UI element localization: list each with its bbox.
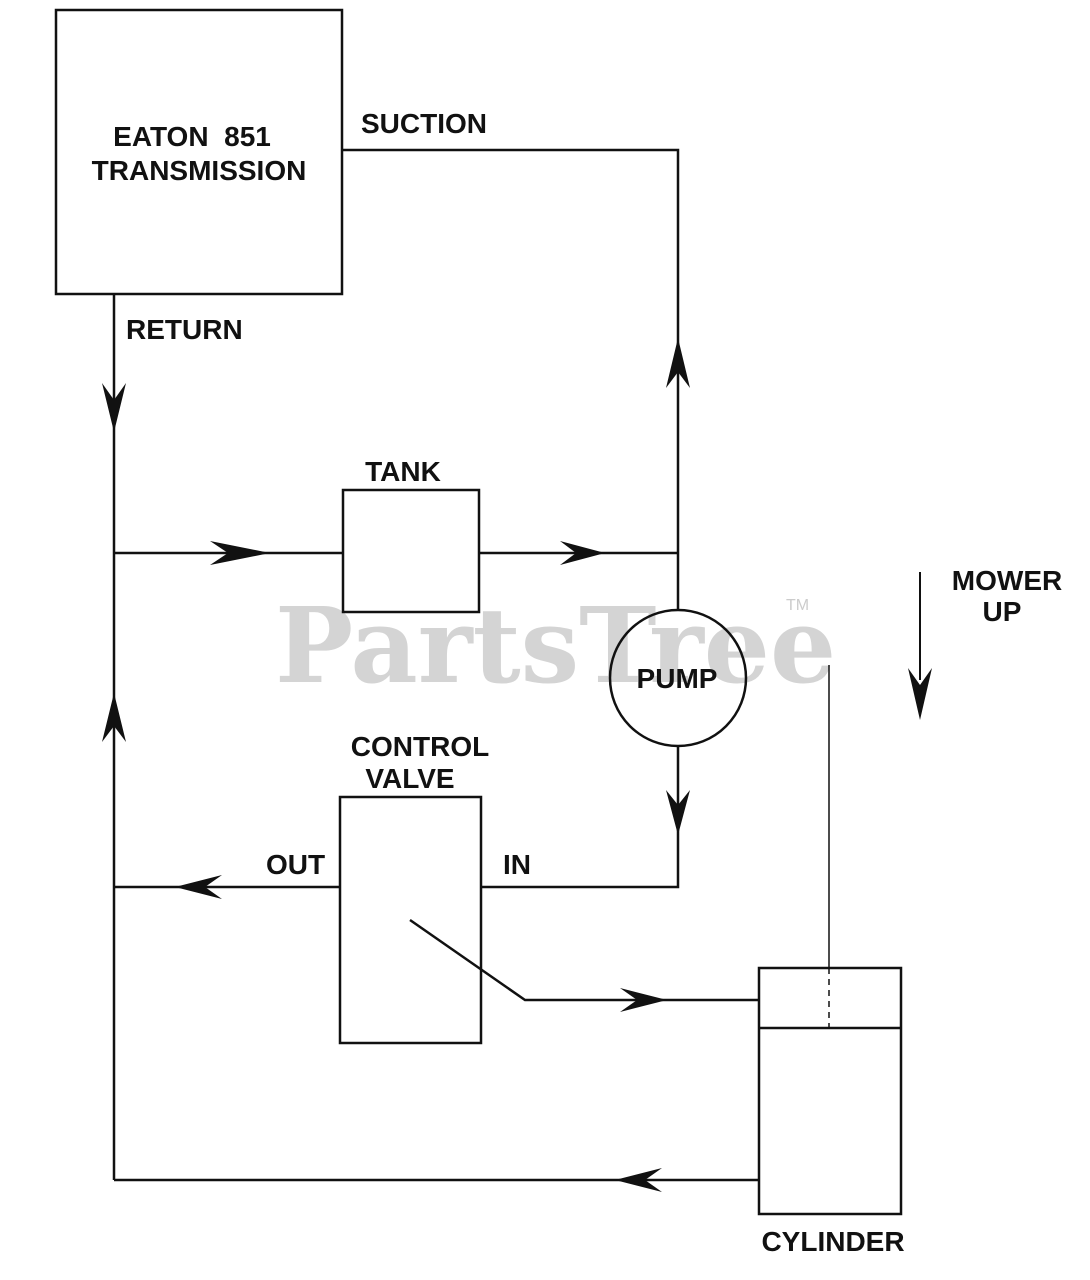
control-valve-label-line1: CONTROL [351,731,489,762]
return-down-arrow [102,383,126,432]
watermark-trademark: TM [786,597,809,614]
pump-down-arrow [666,790,690,835]
watermark-text: PartsTree [275,584,836,707]
mower-up-arrowhead [908,668,932,720]
watermark: PartsTree TM [275,584,836,707]
cylinder-feed-arrow [620,988,667,1012]
mower-label-line1: MOWER [952,565,1062,596]
pump-label: PUMP [637,663,718,694]
cylinder-label: CYLINDER [761,1226,904,1257]
control-valve-box [338,795,483,1045]
control-valve-label-line2: VALVE [365,763,454,794]
out-label: OUT [266,849,325,880]
tank-inlet-arrow [210,541,270,565]
tank-box [341,488,481,614]
transmission-box [54,8,344,296]
transmission-label-line2: TRANSMISSION [92,155,307,186]
suction-up-arrow [666,338,690,388]
suction-label: SUCTION [361,108,487,139]
valve-out-arrow [175,875,222,899]
in-label: IN [503,849,531,880]
cylinder-return-arrow [615,1168,662,1192]
return-label: RETURN [126,314,243,345]
transmission-label-line1: EATON 851 [113,121,271,152]
valve-to-cylinder-line [409,918,759,1002]
mower-label-line2: UP [983,596,1022,627]
tank-label: TANK [365,456,441,487]
cylinder-box [757,966,903,1216]
pump-to-valve-line [481,746,680,889]
return-up-arrow [102,693,126,742]
tank-outlet-arrow [560,541,605,565]
suction-line [342,148,680,610]
mower-up-indicator [908,572,932,720]
